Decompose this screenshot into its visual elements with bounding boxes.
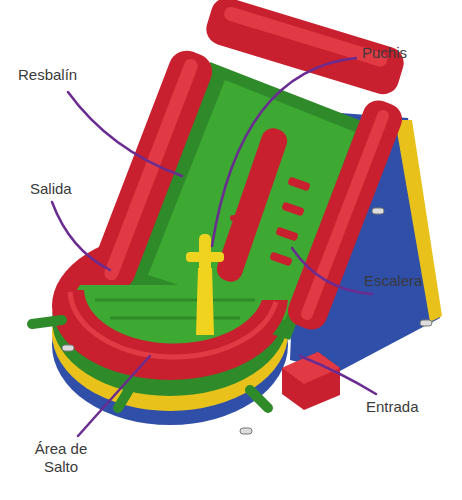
front-rail-highlight [70, 292, 276, 357]
pole [196, 268, 214, 335]
part-label: Resbalín [18, 66, 128, 84]
part-label: Escalera [364, 272, 456, 290]
part-label: Entrada [366, 398, 456, 416]
left-rail-highlight [102, 57, 200, 282]
floor-seams [95, 300, 255, 318]
part-label: Área de Salto [22, 440, 100, 476]
leader-lines [52, 58, 376, 436]
tower-stripe [395, 120, 442, 322]
side-tubes [32, 320, 268, 408]
part-label: Salida [30, 180, 120, 198]
pole-top [199, 234, 211, 274]
part-label: Puchis [362, 44, 452, 62]
entrance-top [282, 352, 340, 384]
front-rail [58, 290, 288, 373]
ladder-steps [230, 177, 311, 267]
